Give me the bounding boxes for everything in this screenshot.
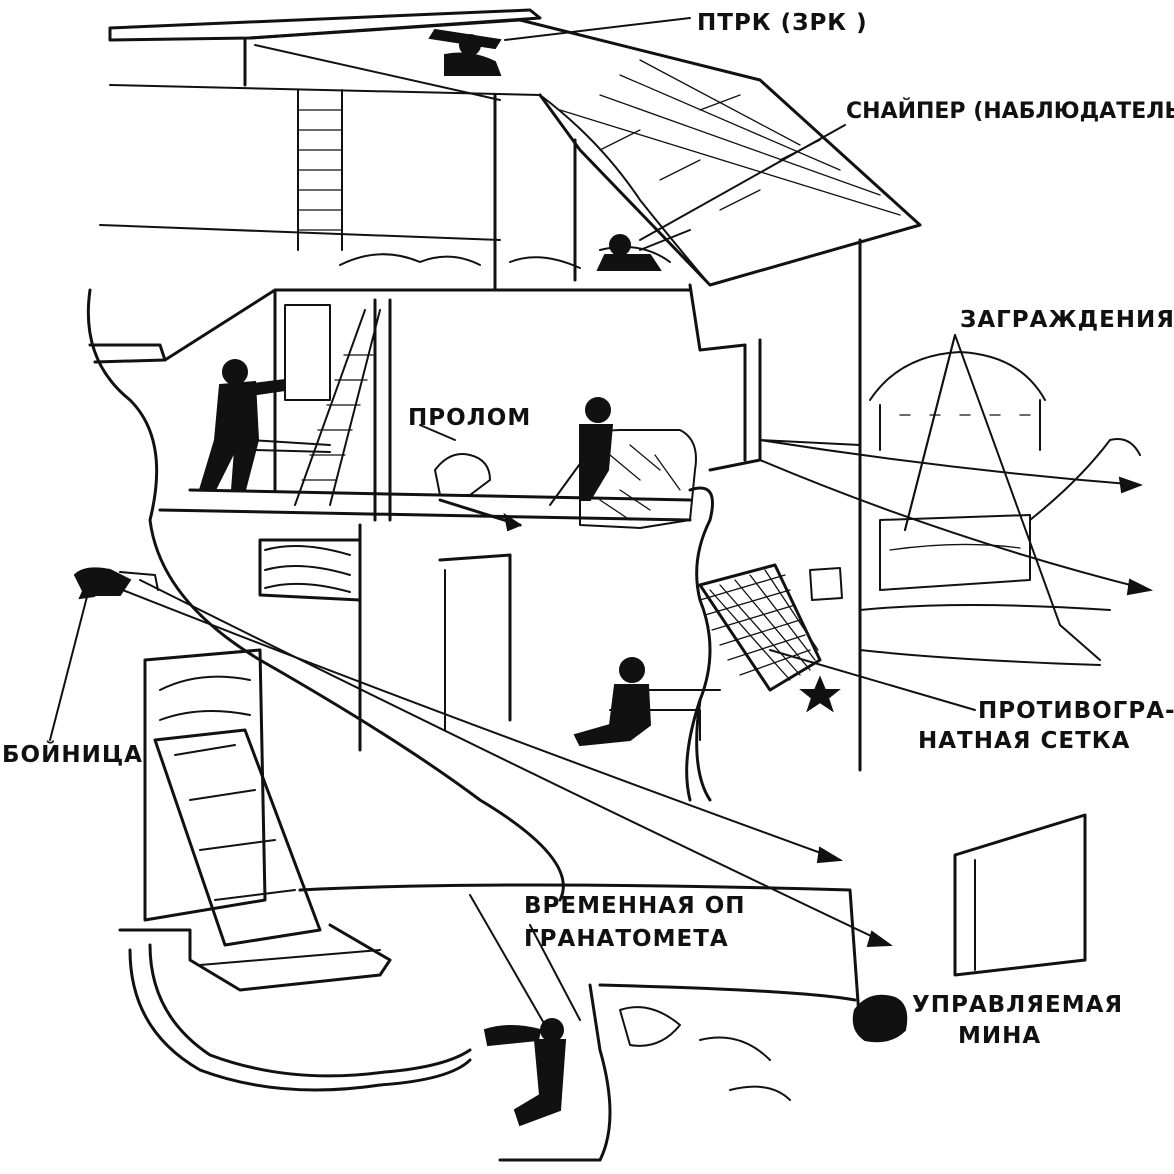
soldier-upper-right-icon: [549, 397, 614, 506]
grenade-launcher-crew-icon: [483, 1018, 567, 1127]
label-grenade-position-line2: ГРАНАТОМЕТА: [524, 926, 729, 952]
controlled-mine-icon: [852, 994, 908, 1043]
background-scene: [859, 334, 1141, 666]
label-breach: ПРОЛОМ: [408, 405, 531, 431]
label-mine-line1: УПРАВЛЯЕМАЯ: [912, 992, 1123, 1018]
foreground-walls: [73, 567, 1087, 1162]
label-sniper: СНАЙПЕР (НАБЛЮДАТЕЛЬ): [846, 98, 1174, 124]
leader-lines: [49, 17, 976, 1026]
mattress-cover-icon: [579, 429, 697, 529]
label-grenade-position-line1: ВРЕМЕННАЯ ОП: [524, 893, 746, 919]
label-mine-line2: МИНА: [958, 1023, 1041, 1049]
label-grenade-net-line2: НАТНАЯ СЕТКА: [918, 728, 1130, 754]
labels: ПТРК (ЗРК ) СНАЙПЕР (НАБЛЮДАТЕЛЬ) ЗАГРАЖ…: [2, 10, 1174, 1049]
attic-structure: [99, 8, 922, 292]
fire-sector-arrows: [109, 439, 1154, 948]
soldier-ground-floor-icon: [573, 657, 721, 747]
label-grenade-net-line1: ПРОТИВОГРА-: [978, 698, 1174, 724]
ground-floor: [86, 288, 843, 902]
atgm-crew-icon: [428, 28, 502, 76]
sniper-icon: [596, 229, 691, 271]
label-embrasure: БОЙНИЦА: [2, 740, 143, 768]
label-barriers: ЗАГРАЖДЕНИЯ: [960, 307, 1174, 333]
label-atgm: ПТРК (ЗРК ): [697, 10, 868, 36]
upper-floor: [88, 238, 862, 772]
soldier-upper-left-icon: [198, 359, 286, 491]
